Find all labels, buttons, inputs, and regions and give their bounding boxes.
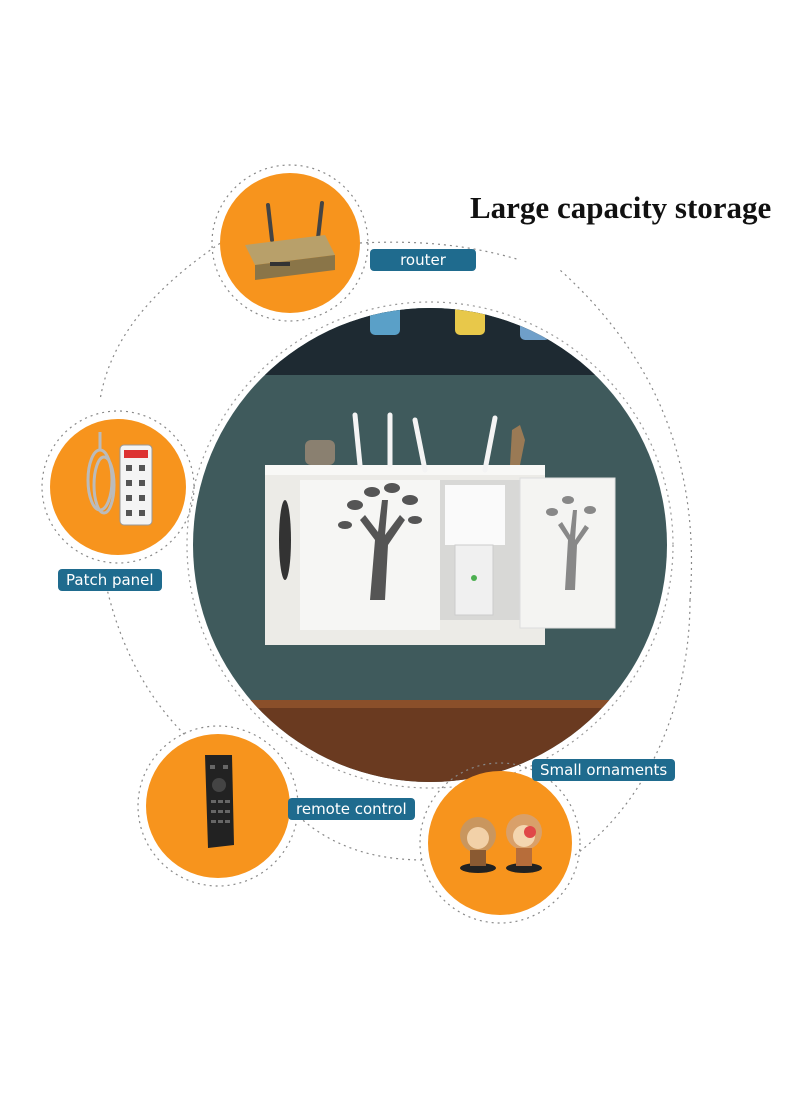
remote-control-photo [137,725,299,887]
ornaments-photo [419,762,581,924]
patch-panel-label: Patch panel [58,569,162,591]
tree-cutout [338,483,422,600]
patch-panel-photo [41,410,195,564]
small-ornaments-label: Small ornaments [532,759,676,781]
router-label: router [370,249,476,271]
dotted-connector-ring [99,239,693,861]
main-product-photo [186,301,674,789]
remote-control-label: remote control [288,798,415,820]
headline: Large capacity storage [470,190,772,225]
router-photo [211,164,369,322]
